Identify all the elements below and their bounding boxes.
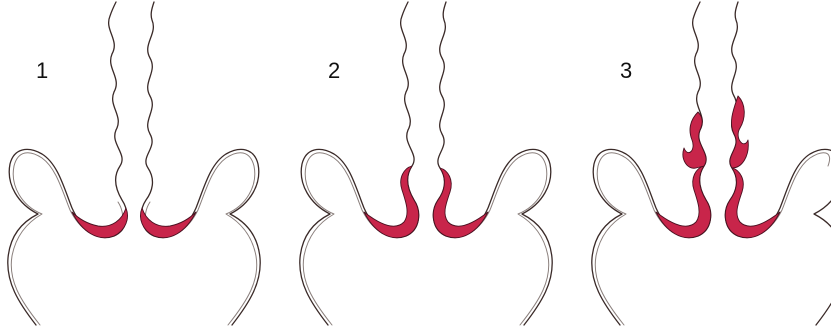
highlight-left-upper-fold [683,112,706,168]
inner-outline [595,153,829,325]
inner-outline [11,153,257,325]
panel-label-3: 3 [620,58,632,83]
inner-outline [303,153,549,325]
main-outline [592,2,831,325]
panel-2: 2 [300,2,552,325]
panel-label-2: 2 [328,58,340,83]
highlight-left-lobe-neck [364,166,419,238]
highlight-right-lobe-neck [433,168,488,238]
main-outline [300,2,552,325]
highlight-right-lobe [141,208,197,238]
highlight-left-lobe-neck [656,166,711,238]
highlight-right-lobe-neck [725,168,780,238]
highlight-right-upper-fold [730,96,748,168]
highlight-left-lobe [72,208,128,238]
panel-3: 3 [592,2,831,325]
main-outline [8,2,260,325]
panel-1: 1 [8,2,260,325]
panel-label-1: 1 [36,58,48,83]
